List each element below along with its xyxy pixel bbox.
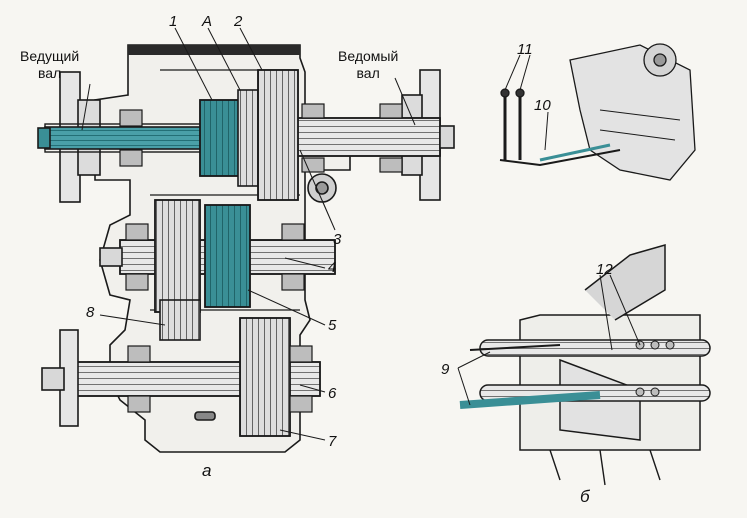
callout-7: 7	[328, 433, 337, 450]
callout-5: 5	[328, 317, 337, 334]
callout-9: 9	[441, 361, 450, 378]
drive-shaft-label: Ведущий вал	[20, 48, 80, 81]
shift-linkage-illustration	[499, 43, 696, 181]
callout-10: 10	[534, 97, 551, 114]
callout-8: 8	[86, 304, 95, 321]
caption-a: а	[202, 461, 212, 480]
caption-b: б	[580, 487, 590, 506]
callout-4: 4	[328, 259, 337, 276]
callout-2: 2	[234, 13, 243, 30]
callout-1: 1	[169, 13, 178, 30]
callout-12: 12	[596, 261, 613, 278]
callout-11: 11	[517, 41, 533, 58]
driven-shaft-label: Ведомый вал	[338, 48, 399, 81]
leader-lines-b	[457, 274, 641, 406]
transfer-case-section-a	[37, 44, 455, 453]
callout-6: 6	[328, 385, 337, 402]
shift-forks-section-b	[459, 244, 711, 486]
leader-lines-a	[81, 27, 416, 441]
callout-3: 3	[333, 231, 342, 248]
callout-A: А	[202, 13, 213, 30]
